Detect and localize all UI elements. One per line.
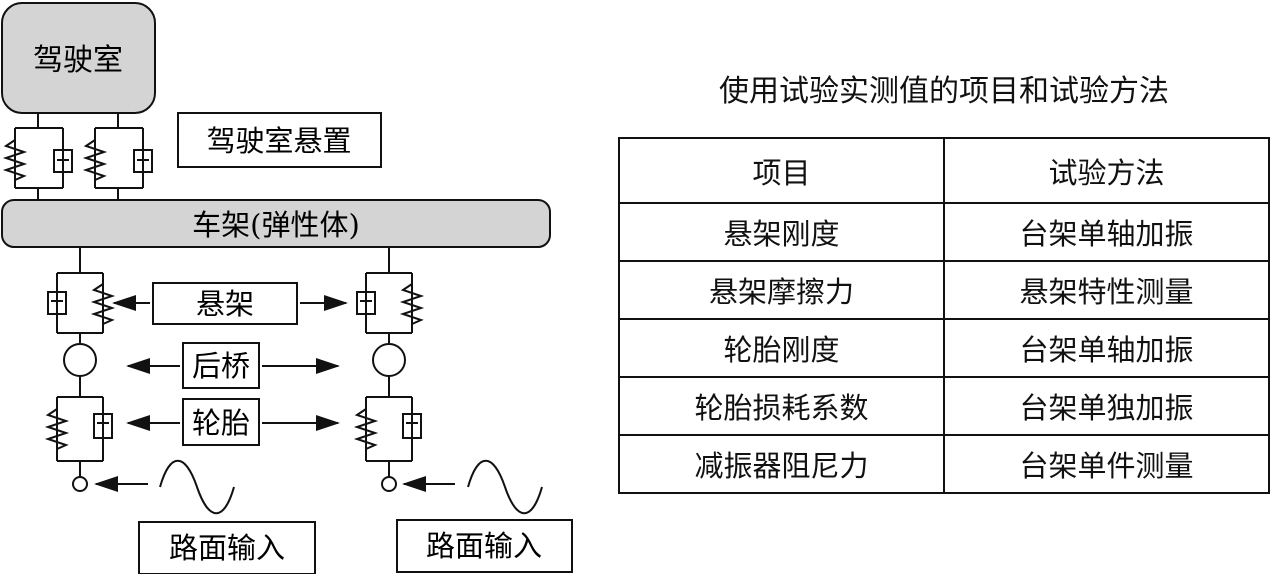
frame-block: 车架(弹性体): [1, 199, 551, 248]
item-cell: 悬架摩擦力: [618, 260, 945, 320]
table-row: 轮胎刚度 台架单轴加振: [618, 318, 1270, 378]
rear-axle-label: 后桥: [192, 349, 250, 383]
left-tire-damper-icon: [93, 413, 113, 439]
left-road-contact-icon: [72, 476, 88, 492]
method-cell: 台架单轴加振: [943, 202, 1270, 262]
right-suspension-unit: [365, 247, 413, 343]
right-tire-unit: [365, 376, 413, 477]
road-input-left-label: 路面输入: [169, 531, 285, 565]
cab-mount-left: [14, 113, 64, 200]
cab-mount-right: [94, 113, 144, 200]
road-input-left-sine-icon: [159, 459, 235, 515]
column-header-method: 试验方法: [943, 137, 1270, 204]
right-tire-damper-icon: [402, 413, 422, 439]
left-suspension-spring-icon: [90, 283, 116, 325]
right-rear-axle-icon: [372, 343, 406, 377]
method-cell: 台架单件测量: [943, 434, 1270, 494]
right-suspension-spring-icon: [399, 283, 425, 325]
road-input-right-label: 路面输入: [426, 529, 542, 563]
cab-label: 驾驶室: [33, 43, 123, 78]
table-row: 减振器阻尼力 台架单件测量: [618, 434, 1270, 494]
left-suspension-damper-icon: [47, 291, 67, 315]
method-cell: 台架单独加振: [943, 376, 1270, 436]
table-title: 使用试验实测值的项目和试验方法: [719, 74, 1169, 109]
right-suspension-damper-icon: [356, 291, 376, 315]
method-cell: 悬架特性测量: [943, 260, 1270, 320]
right-tire-spring-icon: [353, 408, 379, 450]
cab-block: 驾驶室: [1, 2, 156, 114]
table-header-row: 项目 试验方法: [618, 137, 1270, 204]
table-row: 悬架摩擦力 悬架特性测量: [618, 260, 1270, 320]
item-cell: 轮胎损耗系数: [618, 376, 945, 436]
suspension-label: 悬架: [196, 287, 254, 321]
cab-mount-label: 驾驶室悬置: [206, 124, 351, 158]
cab-mount-left-spring-icon: [2, 139, 28, 181]
road-input-left-box: 路面输入: [138, 521, 316, 574]
test-methods-table: 项目 试验方法 悬架刚度 台架单轴加振 悬架摩擦力 悬架特性测量 轮胎刚度 台架…: [618, 137, 1270, 494]
item-cell: 轮胎刚度: [618, 318, 945, 378]
cab-mount-left-damper-icon: [53, 149, 73, 173]
left-tire-spring-icon: [44, 408, 70, 450]
cab-mount-label-box: 驾驶室悬置: [177, 112, 382, 168]
road-input-right-sine-icon: [467, 459, 543, 515]
table-row: 悬架刚度 台架单轴加振: [618, 202, 1270, 262]
tire-label-box: 轮胎: [182, 398, 260, 446]
left-suspension-unit: [56, 247, 104, 343]
cab-mount-right-spring-icon: [82, 139, 108, 181]
tire-label: 轮胎: [192, 406, 250, 440]
item-cell: 悬架刚度: [618, 202, 945, 262]
cab-mount-right-damper-icon: [133, 149, 153, 173]
vehicle-vibration-model-diagram: 驾驶室 驾驶室悬置 车架(弹性体): [1, 2, 573, 574]
rear-axle-label-box: 后桥: [182, 342, 260, 389]
column-header-item: 项目: [618, 137, 945, 204]
frame-label: 车架(弹性体): [192, 208, 360, 242]
left-rear-axle-icon: [63, 343, 97, 377]
road-input-right-box: 路面输入: [396, 519, 573, 573]
table-row: 轮胎损耗系数 台架单独加振: [618, 376, 1270, 436]
right-road-contact-icon: [381, 476, 397, 492]
left-tire-unit: [56, 376, 104, 477]
method-cell: 台架单轴加振: [943, 318, 1270, 378]
item-cell: 减振器阻尼力: [618, 434, 945, 494]
suspension-label-box: 悬架: [152, 282, 298, 325]
